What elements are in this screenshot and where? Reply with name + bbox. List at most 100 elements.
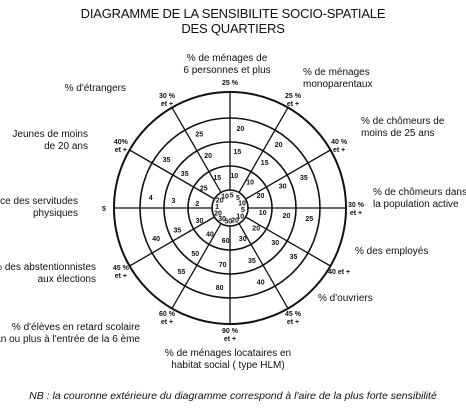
- tick-label: 30: [239, 236, 247, 243]
- outer-value-label: et +: [333, 147, 345, 154]
- spoke-12: [171, 107, 222, 193]
- spokes-group: [114, 92, 346, 324]
- outer-labels-group: 25 %25 %et +40 %et +30 %et +40 et +45 %e…: [102, 80, 365, 343]
- outer-value-label: 25 %: [285, 93, 302, 100]
- outer-value-label: 30 %: [348, 202, 365, 209]
- tick-label: 20: [252, 226, 260, 233]
- tick-label: 40: [257, 279, 265, 286]
- tick-label: 5: [236, 195, 240, 202]
- tick-label: 30: [196, 218, 204, 225]
- diagram-title: DIAGRAMME DE LA SENSIBILITE SOCIO-SPATIA…: [0, 6, 466, 36]
- axis-label: % de ménages locataires en: [165, 348, 291, 359]
- axis-label: monoparentaux: [303, 79, 373, 90]
- tick-label: 15: [261, 160, 269, 167]
- axis-label: aux élections: [38, 274, 96, 285]
- outer-value-label: 5: [102, 206, 106, 213]
- tick-label: 35: [248, 258, 256, 265]
- tick-label: 20: [231, 218, 239, 225]
- axis-label: d'un an ou plus à l'entrée de la 6 ème: [0, 334, 140, 345]
- tick-label: 80: [216, 285, 224, 292]
- tick-label: 35: [300, 175, 308, 182]
- tick-label: 30: [218, 216, 226, 223]
- axis-label: la population active: [373, 199, 459, 210]
- axis-label: Indice des servitudes: [0, 196, 78, 207]
- tick-label: 20: [216, 198, 224, 205]
- tick-label: 20: [257, 193, 265, 200]
- outer-value-label: 45 %: [285, 311, 302, 318]
- tick-label: 40: [152, 236, 160, 243]
- title-line-2: DES QUARTIERS: [181, 21, 285, 36]
- outer-value-label: 60 %: [159, 311, 176, 318]
- tick-label: 30: [279, 184, 287, 191]
- axis-labels-group: % de ménages de6 personnes et plus % de m…: [0, 53, 466, 371]
- axis-label: % de chômeurs dans: [373, 187, 466, 198]
- tick-label: 40: [206, 232, 214, 239]
- outer-value-label: et +: [161, 319, 173, 326]
- tick-label: 2: [195, 201, 199, 208]
- outer-value-label: et +: [115, 147, 127, 154]
- tick-label: 10: [230, 173, 238, 180]
- spoke-8: [171, 223, 222, 309]
- tick-label: 5: [241, 207, 245, 214]
- axis-label: % des employés: [355, 246, 428, 257]
- tick-label: 10: [236, 213, 244, 220]
- axis-label: % d'étrangers: [65, 83, 126, 94]
- axis-label: moins de 25 ans: [361, 128, 434, 139]
- outer-value-label: 40%: [114, 139, 129, 146]
- title-line-1: DIAGRAMME DE LA SENSIBILITE SOCIO-SPATIA…: [80, 6, 386, 21]
- tick-label: 70: [219, 262, 227, 269]
- outer-value-label: 90 %: [222, 328, 239, 335]
- axis-label: % d'ouvriers: [318, 293, 373, 304]
- outer-value-label: 45 %: [113, 265, 130, 272]
- tick-label: 10: [259, 210, 267, 217]
- tick-label: 3: [172, 198, 176, 205]
- tick-label: 20: [214, 211, 222, 218]
- outer-value-label: 25 %: [222, 80, 239, 87]
- outer-value-label: 40 et +: [328, 269, 350, 276]
- axis-label: % de ménages de: [187, 53, 268, 64]
- tick-label: 4: [149, 195, 153, 202]
- axis-label: % d'élèves en retard scolaire: [12, 322, 141, 333]
- footnote: NB : la couronne extérieure du diagramme…: [29, 390, 437, 402]
- axis-label: % de chômeurs de: [361, 116, 445, 127]
- axis-label: % des abstentionnistes: [0, 262, 96, 273]
- tick-label: 60: [222, 238, 230, 245]
- outer-value-label: et +: [115, 273, 127, 280]
- outer-value-label: 30 %: [159, 93, 176, 100]
- tick-label: 15: [213, 175, 221, 182]
- tick-label: 20: [275, 142, 283, 149]
- spoke-5: [245, 216, 331, 267]
- tick-label: 35: [290, 254, 298, 261]
- tick-label: 35: [163, 157, 171, 164]
- tick-label: 30: [271, 240, 279, 247]
- axis-label: Jeunes de moins: [12, 129, 88, 140]
- outer-value-label: et +: [350, 210, 362, 217]
- tick-label: 20: [283, 213, 291, 220]
- outer-value-label: et +: [287, 101, 299, 108]
- tick-label: 20: [237, 126, 245, 133]
- tick-label: 5: [230, 193, 234, 200]
- axis-label: 6 personnes et plus: [183, 65, 270, 76]
- tick-label: 25: [195, 132, 203, 139]
- axis-label: de 20 ans: [44, 141, 88, 152]
- spoke-11: [129, 149, 215, 200]
- tick-label: 55: [178, 269, 186, 276]
- axis-label: % de ménages: [303, 67, 370, 78]
- tick-label: 10: [221, 194, 229, 201]
- tick-label: 10: [238, 201, 246, 208]
- tick-label: 1: [215, 204, 219, 211]
- tick-label: 25: [305, 216, 313, 223]
- tick-label: 10: [246, 179, 254, 186]
- outer-value-label: et +: [224, 336, 236, 343]
- spoke-2: [238, 107, 289, 193]
- outer-value-label: 40 %: [331, 139, 348, 146]
- spoke-9: [129, 216, 215, 267]
- tick-label: 50: [224, 218, 232, 225]
- spoke-6: [238, 223, 289, 309]
- tick-label: 35: [181, 171, 189, 178]
- tick-label: 25: [200, 185, 208, 192]
- axis-label: physiques: [33, 208, 78, 219]
- tick-label: 15: [234, 149, 242, 156]
